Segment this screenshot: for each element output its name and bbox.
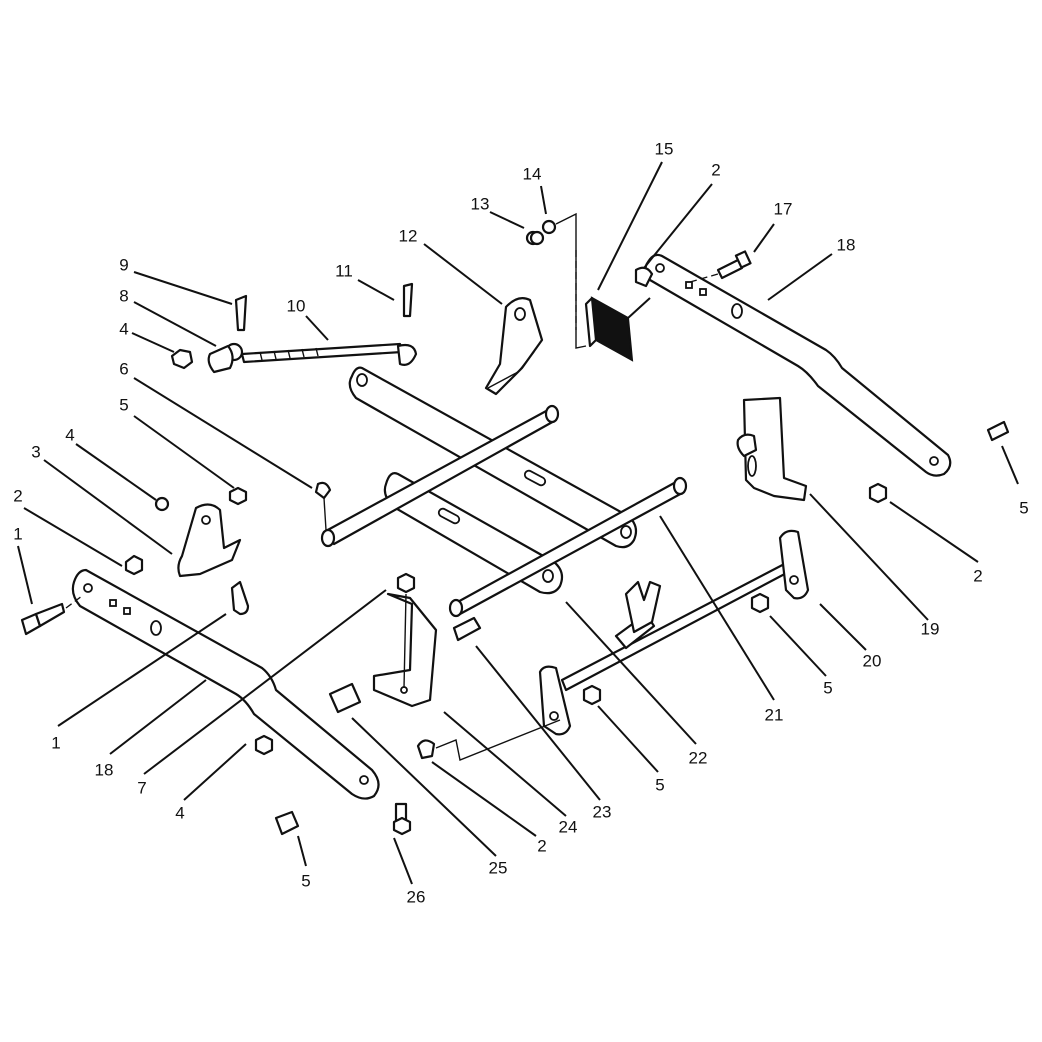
callout-label: 18 bbox=[95, 760, 114, 779]
callout-label: 1 bbox=[51, 733, 60, 752]
bracket-3 bbox=[124, 486, 250, 616]
callout-labels: 15 2 14 13 17 18 12 9 11 8 10 4 6 5 4 3 … bbox=[13, 139, 1028, 906]
callout-label: 5 bbox=[119, 395, 128, 414]
callout-label: 2 bbox=[711, 160, 720, 179]
callout-label: 10 bbox=[287, 296, 306, 315]
shafts bbox=[314, 404, 688, 618]
callout-label: 20 bbox=[863, 651, 882, 670]
callout-label: 4 bbox=[65, 425, 74, 444]
callout-label: 13 bbox=[471, 194, 490, 213]
center-lower-hardware bbox=[254, 266, 1010, 836]
callout-label: 24 bbox=[559, 817, 578, 836]
callout-label: 5 bbox=[301, 871, 310, 890]
callout-label: 2 bbox=[13, 486, 22, 505]
shaft-20 bbox=[538, 529, 810, 736]
bracket-12 bbox=[484, 297, 544, 396]
callout-label: 21 bbox=[765, 705, 784, 724]
lower-left-link-arm bbox=[20, 568, 380, 800]
callout-label: 2 bbox=[973, 566, 982, 585]
main-frame-22 bbox=[348, 366, 638, 595]
upper-right-link-arm bbox=[644, 253, 952, 477]
callout-label: 15 bbox=[655, 139, 674, 158]
rubber-pad bbox=[584, 296, 651, 362]
callout-label: 18 bbox=[837, 235, 856, 254]
callout-label: 14 bbox=[523, 164, 542, 183]
callout-label: 4 bbox=[175, 803, 184, 822]
callout-label: 17 bbox=[774, 199, 793, 218]
callout-label: 5 bbox=[655, 775, 664, 794]
callout-label: 4 bbox=[119, 319, 128, 338]
callout-label: 2 bbox=[537, 836, 546, 855]
callout-label: 22 bbox=[689, 748, 708, 767]
callout-label: 8 bbox=[119, 286, 128, 305]
callout-label: 12 bbox=[399, 226, 418, 245]
callout-label: 25 bbox=[489, 858, 508, 877]
parts-drawing bbox=[20, 212, 1010, 836]
callout-label: 7 bbox=[137, 778, 146, 797]
callout-label: 23 bbox=[593, 802, 612, 821]
callout-label: 9 bbox=[119, 255, 128, 274]
callout-label: 19 bbox=[921, 619, 940, 638]
callout-label: 6 bbox=[119, 359, 128, 378]
callout-label: 26 bbox=[407, 887, 426, 906]
callout-label: 11 bbox=[335, 261, 353, 280]
small-hardware-top bbox=[525, 212, 587, 349]
callout-label: 1 bbox=[13, 524, 22, 543]
bolt-17 bbox=[689, 250, 752, 283]
linkage-top-left bbox=[170, 282, 418, 374]
callout-label: 3 bbox=[31, 442, 40, 461]
leader-lines bbox=[17, 161, 1019, 885]
callout-label: 5 bbox=[1019, 498, 1028, 517]
callout-label: 5 bbox=[823, 678, 832, 697]
bracket-19 bbox=[736, 396, 808, 502]
